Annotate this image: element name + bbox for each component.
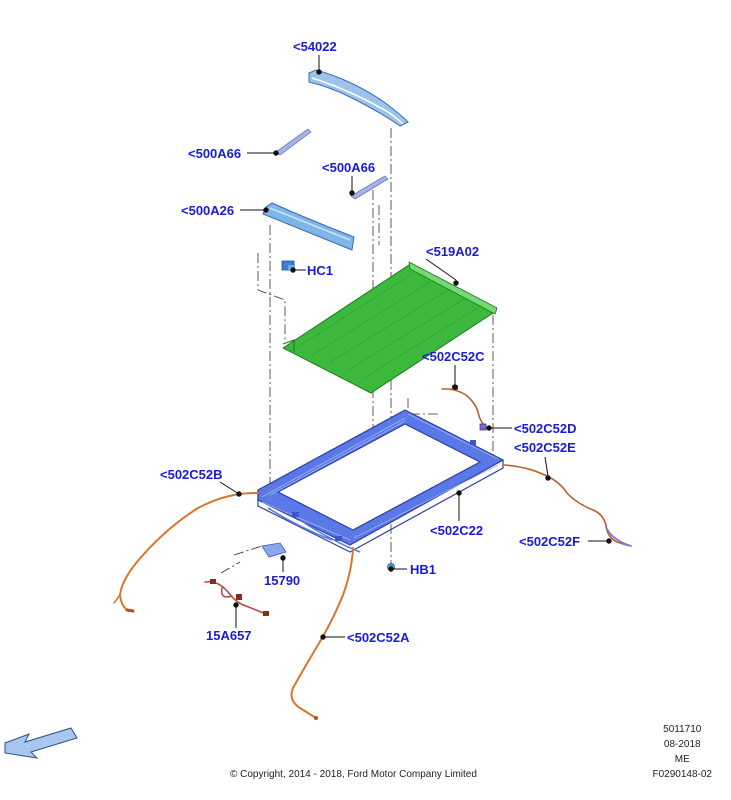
callout-502C22: <502C22 — [430, 523, 483, 538]
part-502C52A-harness — [290, 547, 354, 720]
part-519A02-shade — [282, 261, 498, 394]
part-500A26-panel — [262, 202, 355, 251]
meta-date: 08-2018 — [663, 739, 701, 750]
callout-502C52D: <502C52D — [514, 421, 577, 436]
callout-502C52C: <502C52C — [422, 349, 485, 364]
part-502C52E-harness — [502, 464, 632, 547]
part-502C52C-harness — [441, 385, 487, 428]
part-502C22-frame — [257, 409, 505, 553]
callout-500A66-left: <500A66 — [188, 146, 241, 161]
part-54022-rail — [308, 69, 409, 127]
copyright-notice: © Copyright, 2014 - 2018, Ford Motor Com… — [230, 769, 477, 780]
part-15790-motor — [261, 542, 287, 558]
figure-meta: 5011710 08-2018 ME F0290148-02 — [653, 722, 713, 782]
callout-labels: <54022 <500A66 <500A66 <500A26 <519A02 H… — [160, 39, 580, 645]
meta-region: ME — [674, 754, 690, 765]
callout-500A26: <500A26 — [181, 203, 234, 218]
callout-502C52A: <502C52A — [347, 630, 410, 645]
callout-502C52E: <502C52E — [514, 440, 576, 455]
part-HC1-clip — [281, 260, 295, 271]
part-500A66-left — [275, 128, 312, 156]
callout-500A66-right: <500A66 — [322, 160, 375, 175]
part-502C52D-connector — [479, 423, 487, 431]
leader-lines — [219, 55, 612, 640]
callout-502C52B: <502C52B — [160, 467, 223, 482]
callout-HC1: HC1 — [307, 263, 333, 278]
direction-arrow-icon — [4, 727, 78, 759]
callout-15790: 15790 — [264, 573, 300, 588]
meta-figure-id: F0290148-02 — [652, 769, 713, 780]
callout-15A657: 15A657 — [206, 628, 252, 643]
part-502C52B-harness — [113, 491, 259, 613]
callout-502C52F: <502C52F — [519, 534, 580, 549]
callout-54022: <54022 — [293, 39, 337, 54]
meta-code: 5011710 — [663, 724, 702, 735]
callout-HB1: HB1 — [410, 562, 436, 577]
callout-519A02: <519A02 — [426, 244, 479, 259]
part-500A66-right — [350, 175, 389, 200]
part-15A657-harness — [204, 579, 269, 616]
